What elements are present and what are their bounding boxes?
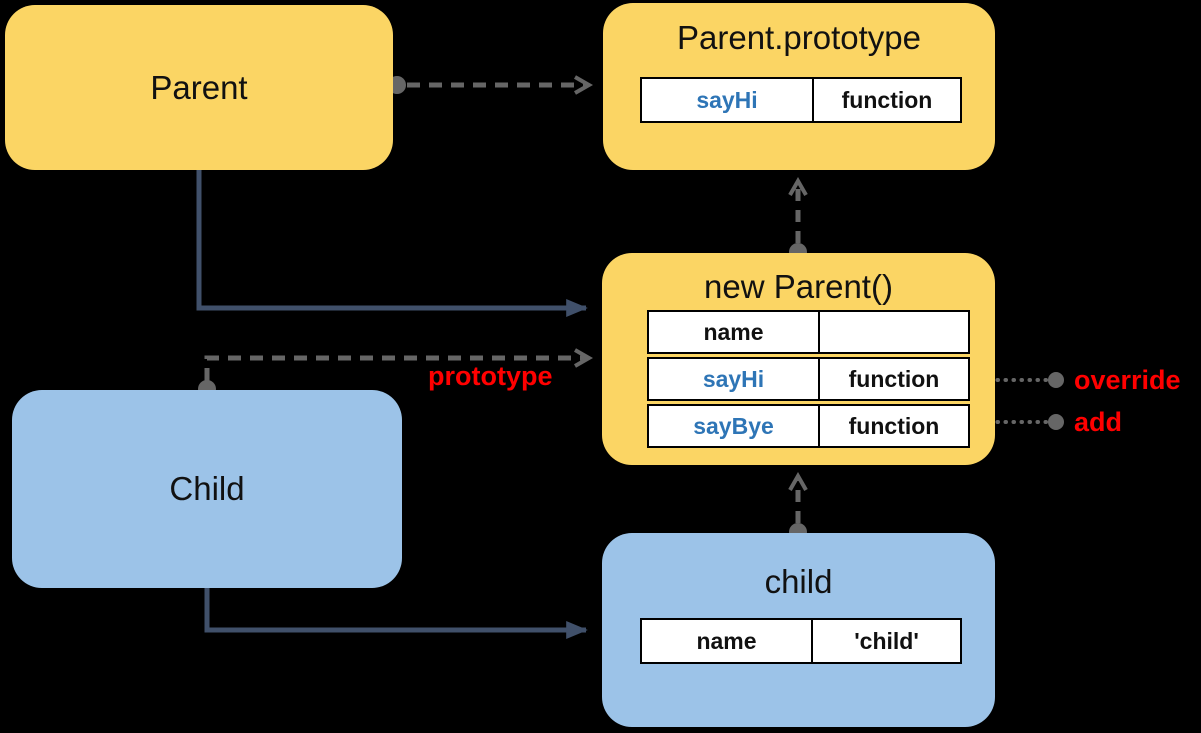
node-parent-title: Parent (150, 68, 248, 106)
property-table: name 'child' (640, 618, 962, 664)
table-row: sayHi function (647, 357, 970, 401)
property-key: sayHi (649, 359, 820, 399)
property-table: name sayHi function sayBye function (647, 310, 970, 448)
property-table: sayHi function (640, 77, 962, 123)
label-override: override (1074, 365, 1181, 395)
node-new-parent-title: new Parent() (704, 268, 893, 305)
table-row: sayHi function (640, 77, 962, 123)
arrow-child-to-child-instance (204, 588, 588, 639)
arrow-new-parent-to-prototype (789, 182, 807, 261)
connector-dot (1048, 414, 1064, 430)
property-value: function (841, 86, 933, 113)
property-key: sayBye (649, 406, 820, 446)
property-value: function (848, 365, 940, 392)
node-child-class: Child (12, 390, 402, 588)
arrow-child-instance-to-new-parent (789, 477, 807, 541)
property-value: function (848, 412, 940, 439)
node-parent: Parent (5, 5, 393, 170)
table-row: sayBye function (647, 404, 970, 448)
connector-dot (1048, 372, 1064, 388)
arrow-parent-to-prototype (388, 76, 588, 94)
node-new-parent: new Parent() name sayHi function sayBye … (602, 253, 995, 465)
arrow-parent-to-new-parent (196, 170, 588, 317)
property-key: name (649, 312, 820, 352)
table-row: name 'child' (640, 618, 962, 664)
node-parent-prototype: Parent.prototype sayHi function (603, 3, 995, 170)
node-child-instance: child name 'child' (602, 533, 995, 727)
label-prototype: prototype (428, 361, 553, 391)
node-child-instance-title: child (764, 563, 833, 600)
property-key: name (642, 620, 813, 662)
node-parent-prototype-title: Parent.prototype (677, 19, 921, 56)
table-row: name (647, 310, 970, 354)
property-value: 'child' (854, 627, 919, 654)
label-add: add (1074, 407, 1123, 437)
property-value (820, 312, 968, 352)
node-child-class-title: Child (169, 470, 245, 507)
property-key: sayHi (642, 79, 814, 121)
